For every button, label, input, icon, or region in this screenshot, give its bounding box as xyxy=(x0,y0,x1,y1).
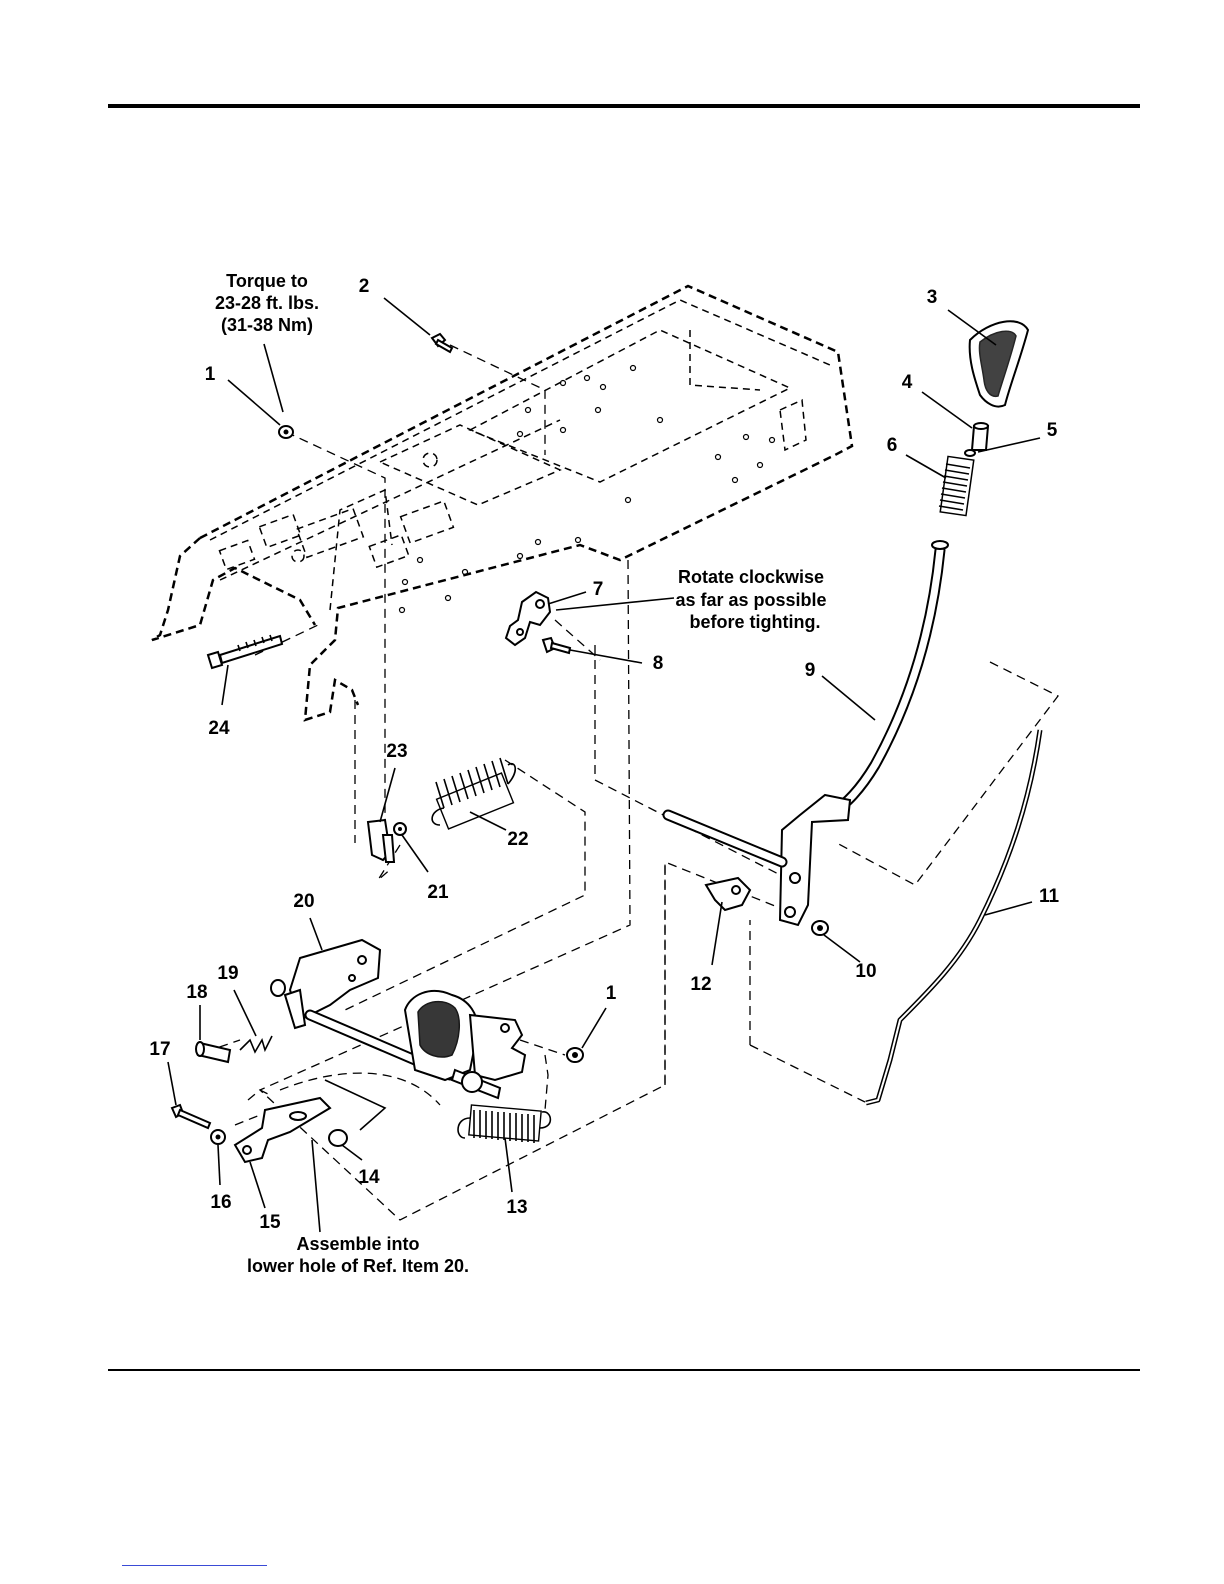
assemble-note: Assemble into lower hole of Ref. Item 20… xyxy=(247,1234,469,1276)
callout-19: 19 xyxy=(217,963,238,984)
callout-12: 12 xyxy=(690,974,711,995)
torque-note-line-3: (31-38 Nm) xyxy=(221,315,313,335)
callout-15: 15 xyxy=(259,1212,281,1233)
part-3-grip xyxy=(970,321,1028,406)
callout-1: 1 xyxy=(205,364,216,385)
part-5-ring xyxy=(965,450,975,456)
assemble-note-line-1: Assemble into xyxy=(296,1234,419,1254)
callout-23: 23 xyxy=(386,741,407,762)
callout-2: 2 xyxy=(359,276,370,297)
part-2-bolt xyxy=(432,334,452,352)
part-11-rod xyxy=(866,730,1040,1103)
torque-note-arrow xyxy=(264,344,283,412)
part-16-washer xyxy=(211,1130,225,1144)
part-17-bolt xyxy=(172,1105,210,1128)
callout-13: 13 xyxy=(506,1197,527,1218)
callout-11: 11 xyxy=(1039,886,1060,907)
rotate-note-line-2: as far as possible xyxy=(675,590,826,610)
callout-4: 4 xyxy=(902,372,913,393)
assemble-bracket-line xyxy=(325,1080,385,1130)
assemble-note-line-2: lower hole of Ref. Item 20. xyxy=(247,1256,469,1276)
torque-note-line-2: 23-28 ft. lbs. xyxy=(215,293,319,313)
rotate-note: Rotate clockwise as far as possible befo… xyxy=(675,567,826,632)
part-22-spring xyxy=(432,758,515,829)
callout-numbers: 1 2 3 4 5 6 7 8 9 10 11 12 13 14 15 16 1… xyxy=(149,276,1059,1233)
callout-16: 16 xyxy=(210,1192,231,1213)
torque-note: Torque to 23-28 ft. lbs. (31-38 Nm) xyxy=(215,271,319,335)
dashed-alignment-lines xyxy=(205,345,1058,1220)
part-13-spring xyxy=(458,1105,550,1143)
part-4-bushing xyxy=(972,423,988,450)
callout-3: 3 xyxy=(927,287,938,308)
part-8-bolt xyxy=(543,638,570,653)
callout-10: 10 xyxy=(855,961,876,982)
callout-18: 18 xyxy=(186,982,207,1003)
callout-17: 17 xyxy=(149,1039,170,1060)
callout-1-lower: 1 xyxy=(606,983,617,1004)
callout-6: 6 xyxy=(887,435,898,456)
part-1-nut-top xyxy=(279,426,293,438)
callout-22: 22 xyxy=(507,829,528,850)
part-7-bracket xyxy=(506,592,550,645)
rotate-note-line-1: Rotate clockwise xyxy=(678,567,824,587)
callout-20: 20 xyxy=(293,891,314,912)
part-20-pedal-assembly xyxy=(271,940,525,1098)
tractor-frame-outline xyxy=(152,286,852,720)
part-24-bolt xyxy=(208,635,282,668)
callout-21: 21 xyxy=(427,882,449,903)
torque-note-line-1: Torque to xyxy=(226,271,308,291)
callout-14: 14 xyxy=(358,1167,380,1188)
part-15-link xyxy=(235,1098,330,1162)
part-10-nut xyxy=(812,921,828,935)
part-21-washer xyxy=(394,823,406,835)
part-14-spacer xyxy=(329,1130,347,1146)
callout-9: 9 xyxy=(805,660,816,681)
callout-7: 7 xyxy=(593,579,604,600)
callout-5: 5 xyxy=(1047,420,1058,441)
part-1-nut-lower xyxy=(567,1048,583,1062)
rotate-note-arrow xyxy=(556,598,674,610)
part-12-cam xyxy=(706,878,750,910)
part-6-spring xyxy=(939,456,974,515)
assemble-note-arrow xyxy=(312,1140,320,1232)
callout-24: 24 xyxy=(208,718,230,739)
callout-8: 8 xyxy=(653,653,664,674)
part-23-bracket xyxy=(368,820,394,862)
rotate-note-line-3: before tighting. xyxy=(690,612,821,632)
leader-lines xyxy=(168,298,1040,1208)
part-19-clip xyxy=(240,1036,272,1052)
